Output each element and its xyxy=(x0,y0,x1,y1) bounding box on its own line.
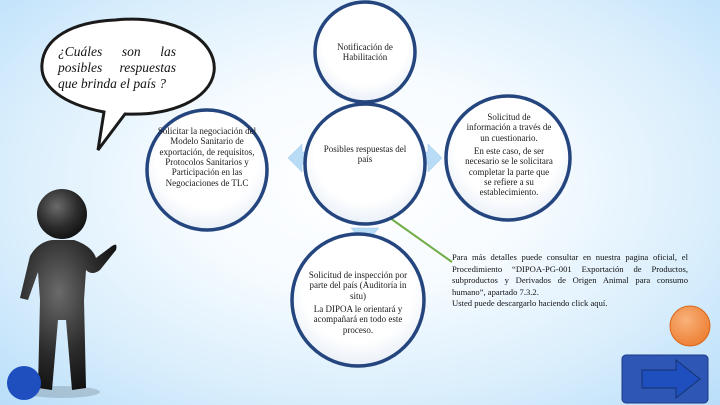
node-bottom-line1: Solicitud de inspección por parte del pa… xyxy=(306,270,410,301)
download-link[interactable]: Usted puede descargarlo haciendo click a… xyxy=(452,298,688,310)
node-right-text: Solicitud de información a través de un … xyxy=(465,112,553,198)
right-arrow-icon[interactable] xyxy=(622,355,708,403)
node-bottom-line2: La DIPOA le orientará y acompañará en to… xyxy=(306,304,410,335)
node-center-label: Posibles respuestas del país xyxy=(322,144,408,165)
node-center-text: Posibles respuestas del país xyxy=(322,144,408,165)
node-top-label: Notificación de Habilitación xyxy=(322,42,408,63)
node-bottom-text: Solicitud de inspección por parte del pa… xyxy=(306,270,410,335)
node-right-line2: En este caso, de ser necesario se le sol… xyxy=(465,146,553,198)
speech-bubble-text: ¿Cuáles son las posibles respuestas que … xyxy=(58,44,176,93)
node-left-text: Solicitar la negociación del Modelo Sani… xyxy=(150,126,264,188)
info-paragraph: Para más detalles puede consultar en nue… xyxy=(452,252,688,298)
orange-circle-icon[interactable] xyxy=(670,306,710,346)
blue-circle-icon[interactable] xyxy=(7,366,41,400)
node-left-label: Solicitar la negociación del Modelo Sani… xyxy=(150,126,264,188)
info-text: Para más detalles puede consultar en nue… xyxy=(452,252,688,310)
node-top-text: Notificación de Habilitación xyxy=(322,42,408,63)
node-right-line1: Solicitud de información a través de un … xyxy=(465,112,553,143)
pointing-figure-icon xyxy=(20,189,117,398)
